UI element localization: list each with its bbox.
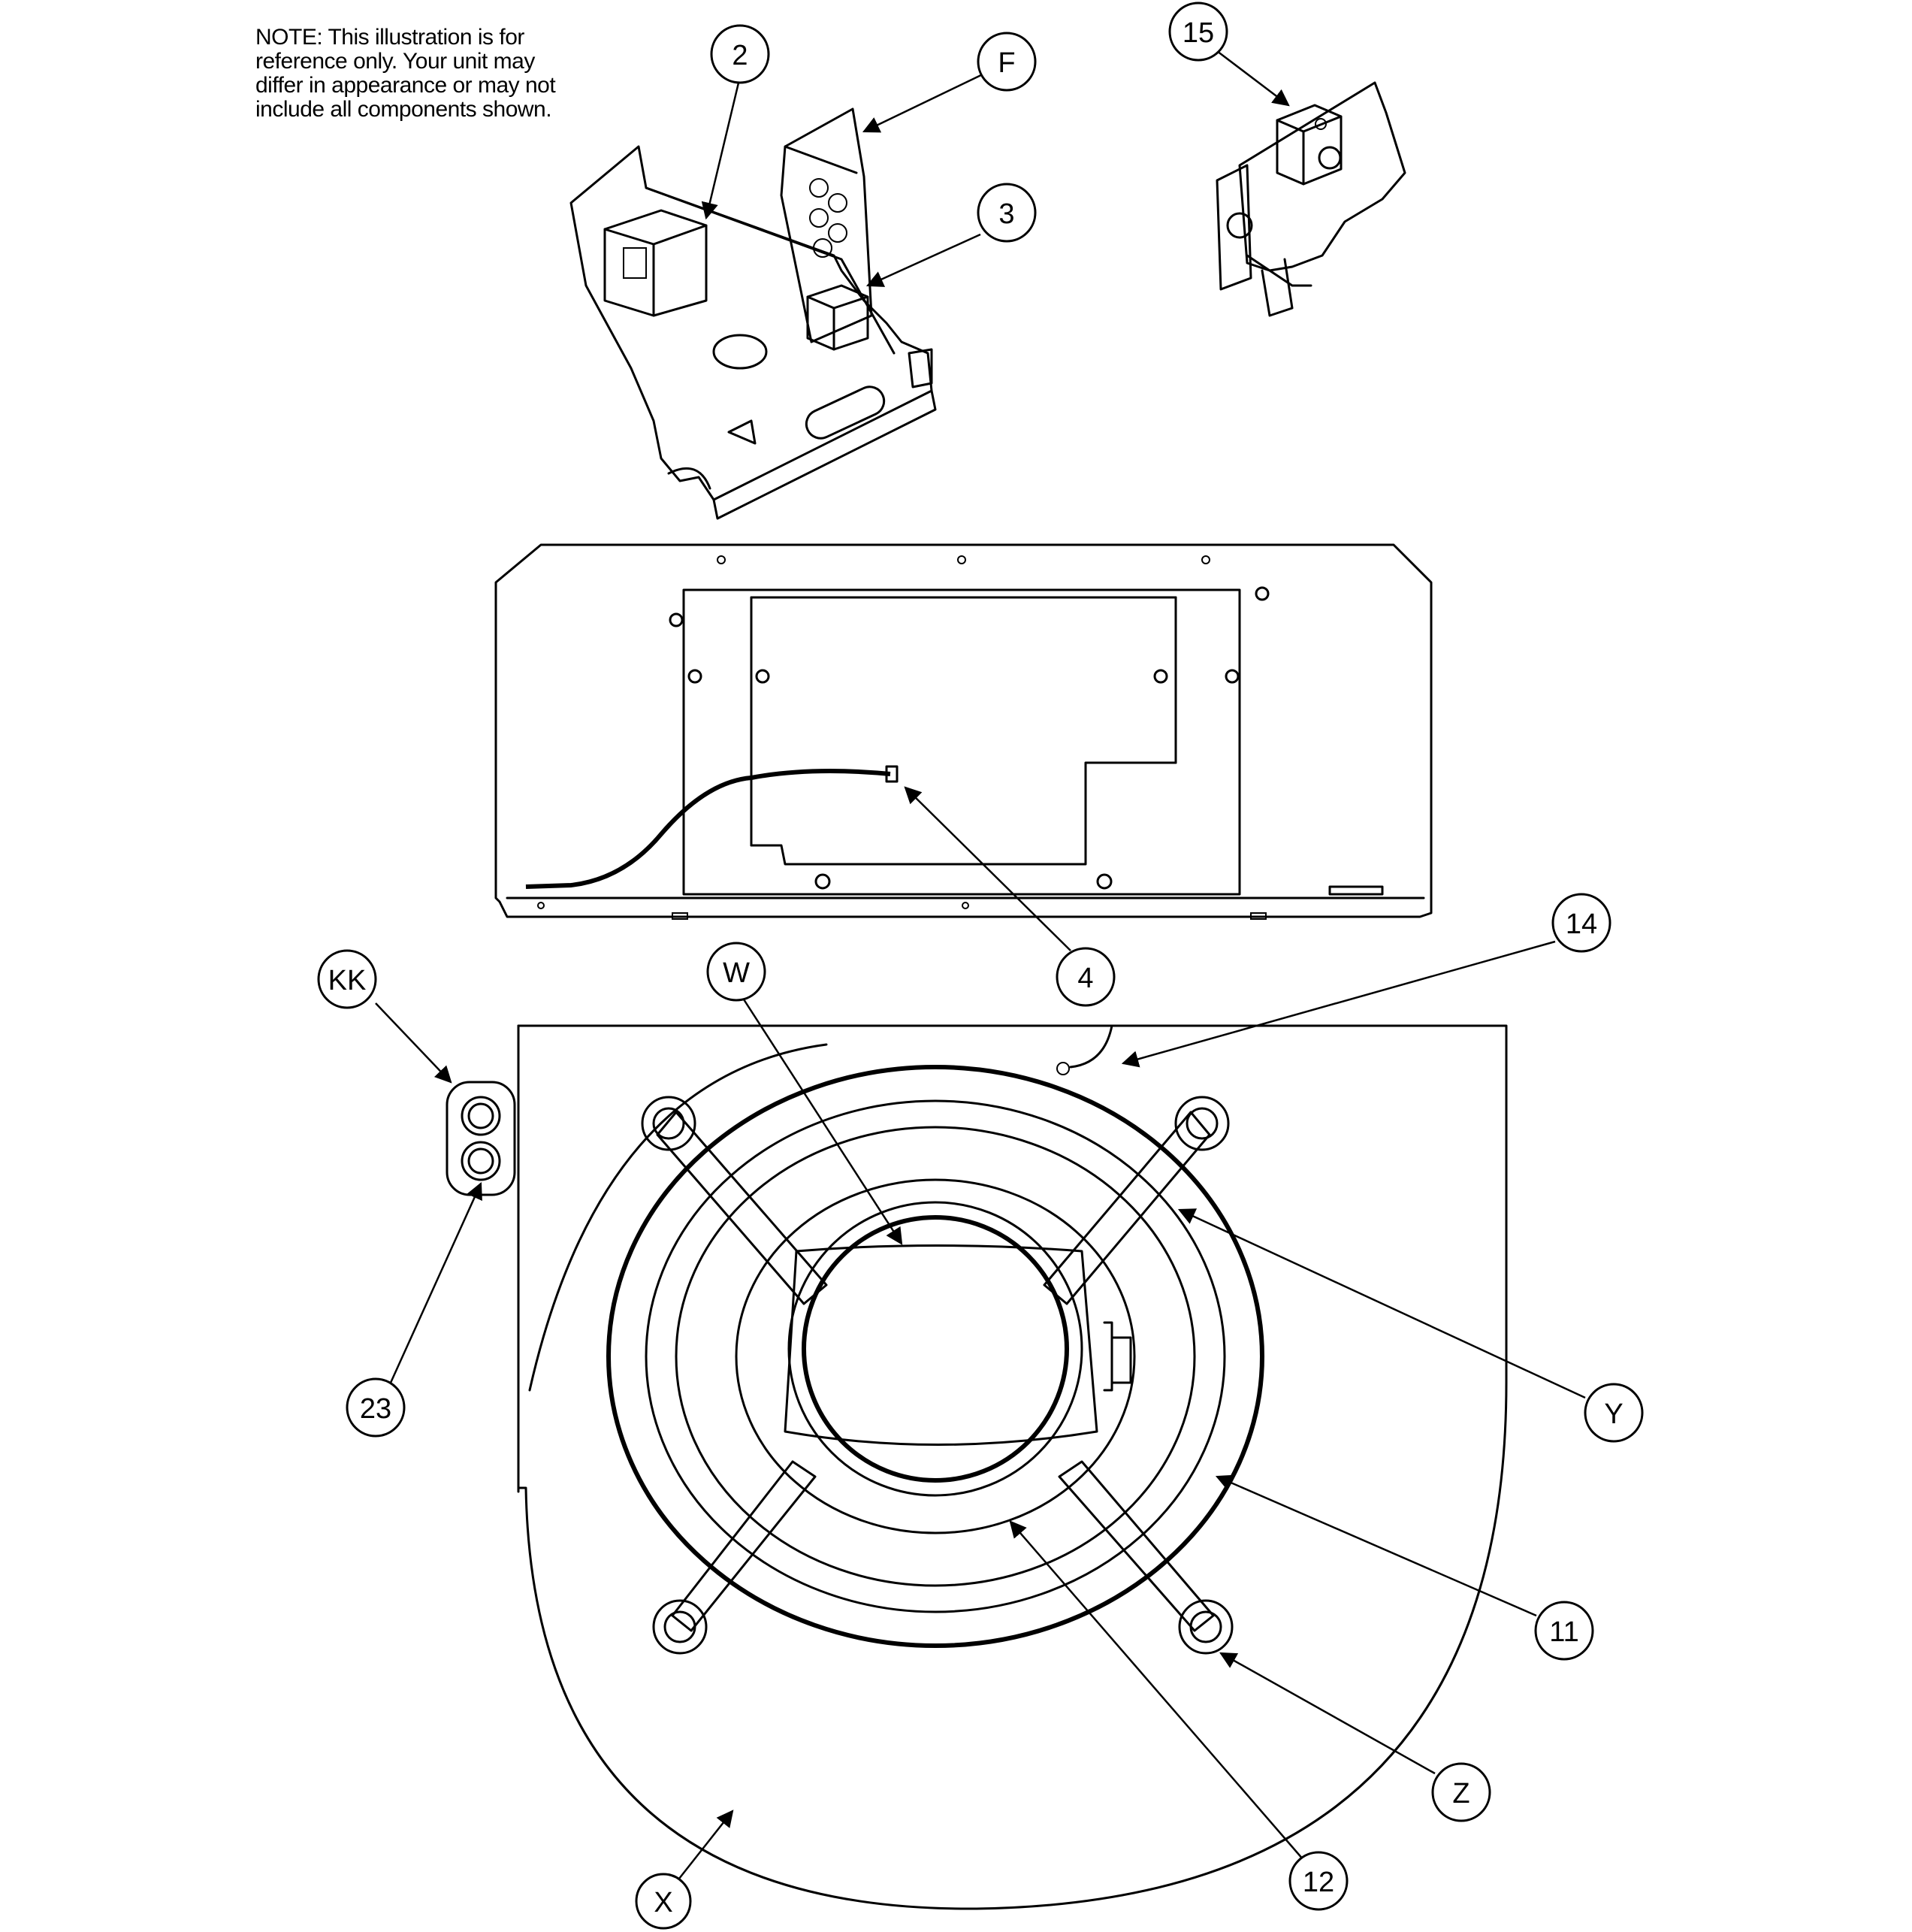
callout-Z: Z xyxy=(1431,1762,1491,1822)
callout-KK-label: KK xyxy=(328,965,367,996)
callout-F: F xyxy=(977,32,1037,92)
callout-W-label: W xyxy=(723,957,750,989)
callout-Y-label: Y xyxy=(1604,1398,1623,1430)
callout-4-label: 4 xyxy=(1077,963,1093,994)
note-line-2: reference only. Your unit may xyxy=(255,49,535,74)
terminal-board xyxy=(780,107,873,343)
transformer xyxy=(603,209,708,317)
switch-body xyxy=(1276,104,1343,186)
callout-Y: Y xyxy=(1584,1383,1644,1443)
callout-2-label: 2 xyxy=(732,40,748,71)
callout-X: X xyxy=(635,1873,692,1930)
callout-14-label: 14 xyxy=(1566,909,1597,940)
note-line-1: NOTE: This illustration is for xyxy=(255,25,524,50)
callout-2: 2 xyxy=(710,24,770,84)
leader-lines xyxy=(375,50,1586,1883)
blower-assembly xyxy=(446,1024,1508,1910)
callout-3: 3 xyxy=(977,183,1037,243)
callout-4: 4 xyxy=(1056,947,1116,1007)
callout-23: 23 xyxy=(346,1377,406,1438)
callout-15-label: 15 xyxy=(1183,17,1214,49)
limit-switch-assembly xyxy=(1216,81,1406,317)
motor-mount-arms xyxy=(641,1096,1234,1655)
callout-11: 11 xyxy=(1534,1601,1594,1661)
callout-14: 14 xyxy=(1551,893,1611,953)
callout-15: 15 xyxy=(1168,2,1228,62)
callout-F-label: F xyxy=(998,47,1015,79)
note-line-3: differ in appearance or may not xyxy=(255,73,556,98)
callout-X-label: X xyxy=(654,1887,672,1918)
callout-11-label: 11 xyxy=(1549,1616,1578,1648)
callout-12-label: 12 xyxy=(1303,1867,1334,1898)
reference-note: NOTE: This illustration is for reference… xyxy=(255,26,676,122)
callout-Z-label: Z xyxy=(1452,1778,1469,1810)
note-line-4: include all components shown. xyxy=(255,97,552,122)
blower-panel xyxy=(494,543,1433,920)
callout-W: W xyxy=(706,942,766,1002)
callout-23-label: 23 xyxy=(360,1393,391,1425)
mounting-grommet-block xyxy=(446,1081,516,1196)
callout-12: 12 xyxy=(1288,1851,1349,1911)
callout-KK: KK xyxy=(317,949,377,1009)
relay xyxy=(806,284,869,351)
control-bracket-assembly xyxy=(569,107,937,520)
callout-3-label: 3 xyxy=(998,198,1014,230)
